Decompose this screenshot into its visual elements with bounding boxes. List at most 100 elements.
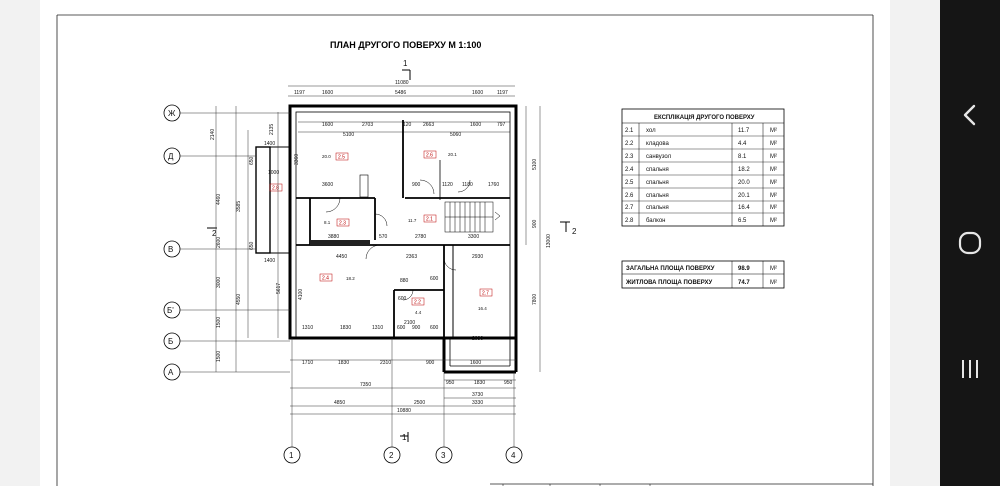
staircase — [444, 201, 501, 233]
svg-text:2663: 2663 — [423, 122, 434, 128]
svg-text:1197: 1197 — [497, 90, 508, 96]
svg-text:7350: 7350 — [360, 382, 371, 388]
svg-text:1600: 1600 — [472, 90, 483, 96]
svg-text:650: 650 — [249, 241, 255, 250]
svg-text:3585: 3585 — [236, 201, 242, 212]
svg-text:4: 4 — [511, 451, 516, 460]
svg-text:2.8: 2.8 — [625, 218, 634, 224]
svg-text:3000: 3000 — [216, 277, 222, 288]
svg-text:2.7: 2.7 — [625, 205, 634, 211]
chevron-left-icon — [960, 103, 980, 127]
svg-text:1500: 1500 — [216, 317, 222, 328]
svg-text:2.2: 2.2 — [625, 141, 634, 147]
recents-button[interactable] — [940, 344, 1000, 394]
svg-text:98.9: 98.9 — [738, 266, 750, 272]
svg-text:Д: Д — [168, 152, 174, 161]
svg-text:8.1: 8.1 — [324, 220, 331, 225]
svg-text:1600: 1600 — [322, 122, 333, 128]
svg-text:13000: 13000 — [546, 234, 552, 248]
explication-row: 2.1 хол 11.7 М² — [625, 128, 777, 134]
row-axes: Ж Д В Б' Б А — [163, 104, 290, 381]
three-bars-icon — [958, 358, 982, 380]
right-dimensions — [525, 106, 541, 372]
svg-text:3600: 3600 — [322, 182, 333, 188]
column-axes: 1 2 3 4 — [283, 338, 523, 464]
svg-text:4550: 4550 — [236, 294, 242, 305]
svg-text:1600: 1600 — [470, 122, 481, 128]
svg-text:797: 797 — [497, 122, 506, 128]
svg-text:3730: 3730 — [472, 392, 483, 398]
explication-row: 2.8 балкон 6.5 М² — [625, 218, 777, 224]
document-viewer[interactable]: ПЛАН ДРУГОГО ПОВЕРХУ М 1:100 1 1 2 2 — [0, 0, 940, 486]
svg-text:Б: Б — [168, 337, 173, 346]
svg-text:2363: 2363 — [406, 254, 417, 260]
svg-text:2140: 2140 — [210, 129, 216, 140]
svg-text:5617: 5617 — [276, 283, 282, 294]
section-mark-left: 2 — [207, 227, 217, 238]
svg-text:2780: 2780 — [415, 234, 426, 240]
svg-text:2930: 2930 — [472, 336, 483, 342]
svg-text:М²: М² — [770, 180, 777, 186]
explication-row: 2.6 спальня 20.1 М² — [625, 193, 777, 199]
svg-text:3330: 3330 — [472, 400, 483, 406]
home-button[interactable] — [940, 218, 1000, 268]
section-mark-top: 1 — [402, 59, 411, 80]
dim-top-outer: 11080 — [395, 80, 409, 86]
svg-text:2.4: 2.4 — [625, 167, 634, 173]
svg-text:18.2: 18.2 — [346, 276, 355, 281]
svg-text:20.1: 20.1 — [448, 152, 457, 157]
svg-text:7800: 7800 — [532, 294, 538, 305]
back-button[interactable] — [940, 90, 1000, 140]
svg-text:1197: 1197 — [294, 90, 305, 96]
svg-text:1600: 1600 — [322, 90, 333, 96]
svg-text:балкон: балкон — [646, 218, 665, 224]
left-dim-labels: 2140 4460 2600 3000 1500 1500 2135 1400 … — [210, 124, 304, 362]
svg-text:2: 2 — [572, 227, 577, 236]
section-mark-right: 2 — [560, 221, 577, 236]
svg-text:А: А — [168, 368, 174, 377]
svg-text:1000: 1000 — [268, 170, 279, 176]
explication-title: ЕКСПЛІКАЦІЯ ДРУГОГО ПОВЕРХУ — [654, 115, 755, 121]
svg-text:М²: М² — [770, 154, 777, 160]
top-dimensions — [288, 85, 515, 133]
svg-text:санвузол: санвузол — [646, 154, 672, 160]
svg-text:8.1: 8.1 — [738, 154, 747, 160]
bottom-dimensions — [290, 359, 516, 415]
circle-home-icon — [957, 230, 983, 256]
svg-text:2600: 2600 — [216, 237, 222, 248]
svg-text:2.7: 2.7 — [482, 291, 489, 297]
drawing-sheet: ПЛАН ДРУГОГО ПОВЕРХУ М 1:100 1 1 2 2 — [40, 0, 890, 486]
svg-text:5100: 5100 — [343, 132, 354, 138]
svg-text:1830: 1830 — [338, 360, 349, 366]
svg-text:2.6: 2.6 — [625, 193, 634, 199]
svg-text:1500: 1500 — [216, 351, 222, 362]
svg-text:4.4: 4.4 — [738, 141, 747, 147]
svg-text:2.4: 2.4 — [322, 276, 329, 282]
svg-text:900: 900 — [412, 325, 421, 331]
svg-text:570: 570 — [379, 234, 388, 240]
svg-text:2.3: 2.3 — [339, 221, 346, 227]
svg-text:ЖИТЛОВА ПЛОЩА ПОВЕРХУ: ЖИТЛОВА ПЛОЩА ПОВЕРХУ — [625, 280, 713, 286]
svg-text:1: 1 — [402, 433, 407, 442]
svg-text:2.5: 2.5 — [625, 180, 634, 186]
explication-row: 2.5 спальня 20.0 М² — [625, 180, 777, 186]
svg-text:М²: М² — [770, 128, 777, 134]
floor-plan-drawing: ПЛАН ДРУГОГО ПОВЕРХУ М 1:100 1 1 2 2 — [56, 14, 874, 486]
svg-text:1310: 1310 — [302, 325, 313, 331]
svg-text:2930: 2930 — [472, 254, 483, 260]
svg-text:950: 950 — [446, 380, 455, 386]
room-areas: 20.0 20.1 8.1 11.7 18.2 16.4 4.4 — [322, 152, 487, 315]
svg-text:880: 880 — [400, 278, 409, 284]
explication-table: ЕКСПЛІКАЦІЯ ДРУГОГО ПОВЕРХУ 2.1 хол 11.7… — [621, 108, 785, 227]
svg-text:1600: 1600 — [470, 360, 481, 366]
svg-text:2703: 2703 — [362, 122, 373, 128]
svg-text:2310: 2310 — [380, 360, 391, 366]
svg-text:1310: 1310 — [372, 325, 383, 331]
svg-text:2.2: 2.2 — [414, 300, 421, 306]
svg-text:900: 900 — [426, 360, 435, 366]
svg-text:5486: 5486 — [395, 90, 406, 96]
svg-text:11.7: 11.7 — [738, 128, 750, 134]
svg-text:спальня: спальня — [646, 193, 669, 199]
svg-text:Ж: Ж — [168, 109, 176, 118]
svg-text:2: 2 — [389, 451, 394, 460]
